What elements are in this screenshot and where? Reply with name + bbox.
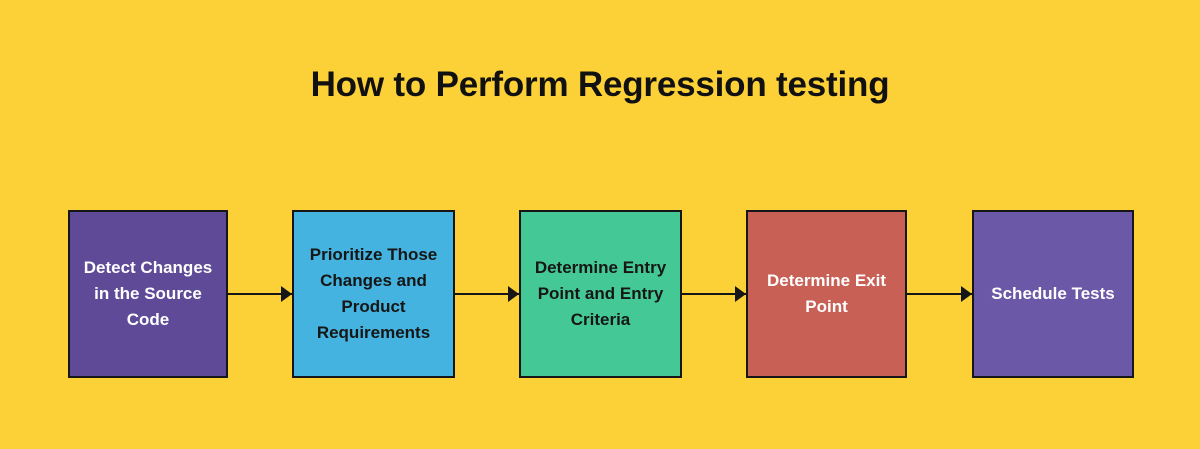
connector-line-1 — [228, 293, 292, 295]
arrow-right-icon-1 — [281, 286, 292, 302]
process-node-prioritize-changes[interactable]: Prioritize Those Changes and Product Req… — [292, 210, 455, 378]
process-node-schedule-tests[interactable]: Schedule Tests — [972, 210, 1134, 378]
process-node-determine-exit-point[interactable]: Determine Exit Point — [746, 210, 907, 378]
page-title: How to Perform Regression testing — [310, 65, 890, 104]
connector-line-2 — [455, 293, 519, 295]
process-node-label: Detect Changes in the Source Code — [83, 258, 213, 329]
arrow-right-icon-2 — [508, 286, 519, 302]
arrow-right-icon-3 — [735, 286, 746, 302]
process-flow: Detect Changes in the Source Code Priori… — [68, 210, 1134, 378]
process-node-label: Prioritize Those Changes and Product Req… — [309, 245, 438, 342]
arrow-right-icon-4 — [961, 286, 972, 302]
process-node-label: Schedule Tests — [991, 284, 1115, 303]
process-node-label: Determine Exit Point — [766, 271, 887, 316]
process-node-detect-changes[interactable]: Detect Changes in the Source Code — [68, 210, 228, 378]
process-node-label: Determine Entry Point and Entry Criteria — [534, 258, 667, 329]
connector-line-4 — [907, 293, 972, 295]
process-node-determine-entry-point[interactable]: Determine Entry Point and Entry Criteria — [519, 210, 682, 378]
connector-line-3 — [682, 293, 746, 295]
